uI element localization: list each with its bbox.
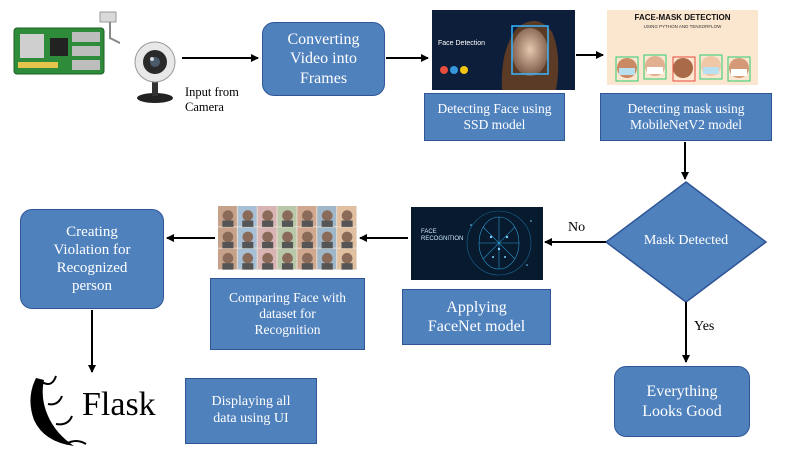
dataset-face-tile	[317, 248, 337, 270]
creating-violation-box: Creating Violation for Recognized person	[20, 209, 164, 309]
dataset-face-tile	[237, 227, 257, 249]
dataset-face-tile	[237, 206, 257, 227]
applying-facenet-box: Applying FaceNet model	[402, 289, 551, 345]
dataset-face-tile	[218, 227, 237, 249]
dataset-face-tile	[317, 227, 337, 249]
no-label: No	[568, 220, 586, 235]
displaying-data-box: Displaying all data using UI	[185, 378, 317, 444]
dataset-face-tile	[277, 227, 297, 249]
converting-video-box: Converting Video into Frames	[262, 22, 385, 96]
dataset-face-tile	[218, 206, 237, 227]
dataset-face-tile	[257, 227, 277, 249]
face-detection-image: Face Detection	[432, 10, 575, 90]
dataset-face-tile	[257, 248, 277, 270]
dataset-face-tile	[218, 248, 237, 270]
dataset-face-tile	[297, 248, 317, 270]
mask-image-title: FACE-MASK DETECTION	[634, 13, 731, 22]
dataset-face-tile	[257, 206, 277, 227]
face-recognition-image: FACE RECOGNITION	[411, 207, 543, 280]
yes-label: Yes	[694, 319, 715, 334]
mask-detected-label: Mask Detected	[643, 233, 729, 248]
face-detection-caption: Face Detection	[438, 40, 486, 47]
input-from-camera-label: Input from Camera	[185, 85, 239, 114]
dataset-face-tile	[237, 248, 257, 270]
dataset-face-tile	[277, 206, 297, 227]
flask-logo: Flask	[22, 368, 182, 452]
everything-looks-good-box: Everything Looks Good	[614, 366, 750, 437]
dataset-face-tile	[337, 206, 356, 227]
face-mask-detection-image: FACE-MASK DETECTION USING PYTHON AND TEN…	[607, 10, 758, 85]
mask-image-subtitle: USING PYTHON AND TENSORFLOW	[643, 24, 722, 29]
comparing-face-box: Comparing Face with dataset for Recognit…	[210, 278, 365, 350]
dataset-face-tile	[277, 248, 297, 270]
dataset-face-tile	[317, 206, 337, 227]
detecting-face-box: Detecting Face using SSD model	[424, 93, 565, 141]
face-dataset-image	[218, 206, 357, 270]
dataset-face-tile	[337, 227, 356, 249]
detecting-mask-box: Detecting mask using MobileNetV2 model	[600, 93, 772, 141]
dataset-face-tile	[297, 227, 317, 249]
flask-wordmark: Flask	[82, 386, 156, 423]
raspberry-pi-image	[10, 10, 120, 80]
face-recognition-caption: FACE RECOGNITION	[421, 229, 464, 242]
webcam-image	[132, 38, 178, 104]
dataset-face-tile	[337, 248, 356, 270]
dataset-face-tile	[297, 206, 317, 227]
